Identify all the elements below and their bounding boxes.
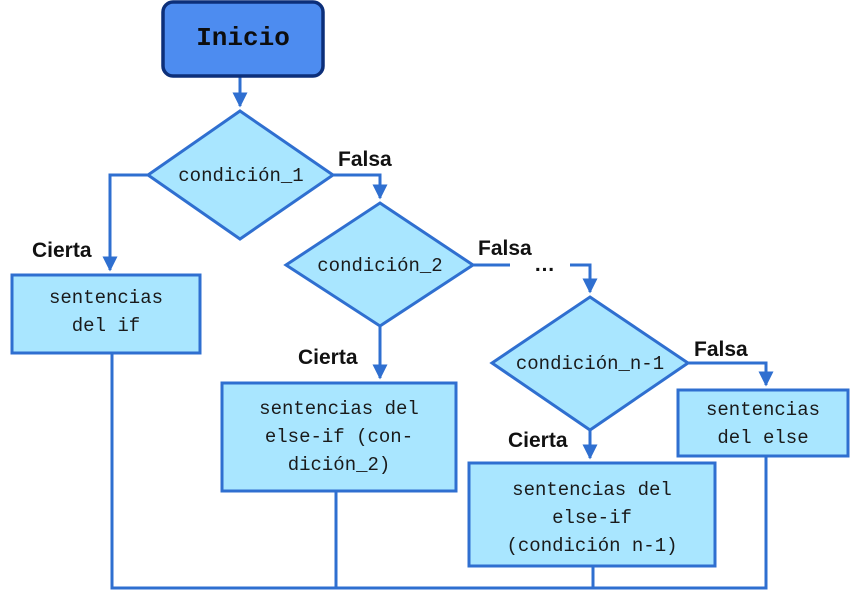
process-if: sentencias del if bbox=[10, 273, 202, 355]
decision-condN-shape bbox=[489, 295, 691, 432]
edge-cond1-false bbox=[333, 173, 388, 200]
process-else-line-2: del else bbox=[717, 427, 808, 449]
process-elseifN-line-2: else-if bbox=[552, 507, 632, 529]
process-if-line-2: del if bbox=[72, 315, 140, 337]
edge-cond1-true bbox=[102, 173, 148, 272]
process-elseifN-line-1: sentencias del bbox=[512, 479, 672, 501]
decision-cond2-shape bbox=[283, 201, 476, 328]
process-elseif2-line-2: else-if (con- bbox=[265, 426, 413, 448]
decision-cond2-label: condición_2 bbox=[317, 255, 442, 277]
process-if-line-1: sentencias bbox=[49, 287, 163, 309]
connectors bbox=[102, 76, 774, 590]
decision-cond1-shape bbox=[145, 109, 336, 241]
decision-cond1: condición_1 bbox=[145, 109, 336, 241]
process-else: sentencias del else bbox=[676, 388, 850, 458]
label-condN-false: Falsa bbox=[694, 338, 748, 361]
edge-condN-false bbox=[688, 361, 774, 387]
process-elseif2: sentencias del else-if (con- dición_2) bbox=[220, 381, 458, 493]
process-elseifN: sentencias del else-if (condición n-1) bbox=[467, 461, 717, 568]
process-elseif2-shape bbox=[220, 381, 458, 493]
edge-labels: Cierta Falsa Cierta Falsa … Cierta Falsa bbox=[32, 148, 748, 452]
start-node-label: Inicio bbox=[196, 23, 290, 53]
process-elseifN-line-3: (condición n-1) bbox=[506, 535, 677, 557]
process-else-line-1: sentencias bbox=[706, 399, 820, 421]
label-ellipsis: … bbox=[534, 253, 555, 276]
label-cond1-true: Cierta bbox=[32, 239, 92, 262]
process-elseifN-shape bbox=[467, 461, 717, 568]
label-cond2-true: Cierta bbox=[298, 346, 358, 369]
label-cond2-false: Falsa bbox=[478, 237, 532, 260]
merge-line bbox=[110, 353, 768, 590]
process-elseif2-line-1: sentencias del bbox=[259, 398, 419, 420]
process-elseif2-line-3: dición_2) bbox=[288, 454, 391, 476]
decision-condN-label: condición_n-1 bbox=[516, 353, 664, 375]
decision-cond1-label: condición_1 bbox=[178, 165, 303, 187]
decision-condN: condición_n-1 bbox=[489, 295, 691, 432]
label-condN-true: Cierta bbox=[508, 429, 568, 452]
edge-cond2-false-b bbox=[570, 263, 598, 294]
start-node: Inicio bbox=[161, 0, 325, 78]
process-else-shape bbox=[676, 388, 850, 458]
start-node-shape bbox=[161, 0, 325, 78]
process-if-shape bbox=[10, 273, 202, 355]
label-cond1-false: Falsa bbox=[338, 148, 392, 171]
decision-cond2: condición_2 bbox=[283, 201, 476, 328]
